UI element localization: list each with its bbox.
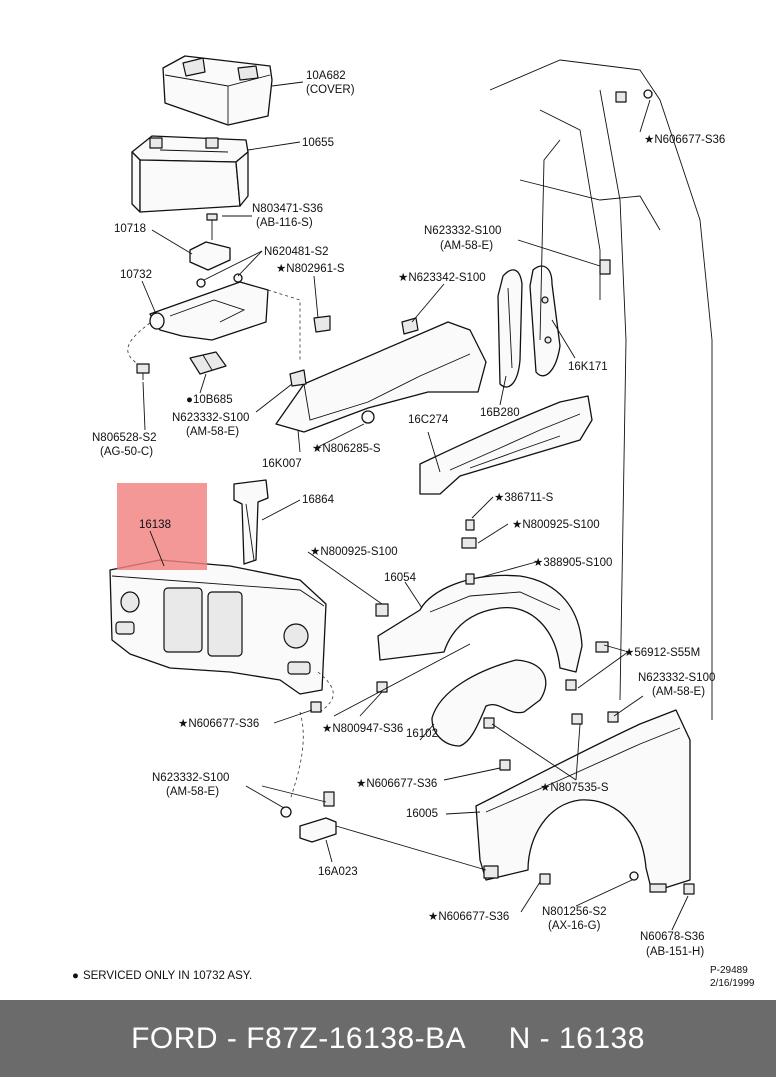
label-n803471-sub: (AB-116-S): [256, 217, 313, 229]
wheelhouse-16054: [375, 519, 609, 673]
label-n801256: N801256-S2: [542, 906, 607, 918]
label-n623332-b-sub: (AM-58-E): [440, 240, 493, 252]
label-n623332-c: N623332-S100: [638, 672, 715, 684]
label-n802961: ★N802961-S: [276, 263, 345, 275]
label-10b685: ●10B685: [186, 394, 233, 406]
label-10732: 10732: [120, 269, 152, 281]
bracket-16a023: [280, 711, 337, 843]
part-number-text: FORD - F87Z-16138-BA N - 16138: [131, 1021, 645, 1055]
label-n623332-d-sub: (AM-58-E): [166, 786, 219, 798]
bracket-16864: [233, 479, 269, 565]
label-n806528-sub: (AG-50-C): [100, 446, 153, 458]
ref-code: P-29489: [710, 965, 748, 976]
hold-down-hardware: [189, 213, 243, 288]
label-n606677-top: ★N606677-S36: [644, 134, 725, 146]
label-16054: 16054: [384, 572, 417, 584]
apron-16c274: [419, 395, 593, 495]
label-16138: 16138: [139, 519, 171, 531]
highlight-box: [117, 483, 207, 570]
callout-labels: 10A682 (COVER) 10655 N803471-S36 (AB-116…: [72, 70, 755, 989]
label-16k007: 16K007: [262, 458, 302, 470]
label-n623332-b: N623332-S100: [424, 225, 501, 237]
label-n800925-b: ★N800925-S100: [310, 546, 398, 558]
label-10655: 10655: [302, 137, 334, 149]
parts-diagram: 10A682 (COVER) 10655 N803471-S36 (AB-116…: [72, 55, 755, 989]
label-n623342: ★N623342-S100: [398, 272, 486, 284]
footnote: ●SERVICED ONLY IN 10732 ASY.: [72, 970, 252, 982]
label-n806528: N806528-S2: [92, 432, 157, 444]
shield-16k171: [529, 265, 561, 377]
label-n606677-left: ★N606677-S36: [178, 718, 259, 730]
label-n623332-d: N623332-S100: [152, 772, 229, 784]
leader-lines: [141, 81, 689, 931]
label-n801256-sub: (AX-16-G): [548, 920, 601, 932]
label-388905: ★388905-S100: [533, 557, 612, 569]
label-n623332-a: N623332-S100: [172, 412, 249, 424]
battery-cover: [162, 55, 273, 126]
label-16b280: 16B280: [480, 407, 520, 419]
label-n806285: ★N806285-S: [312, 443, 381, 455]
label-10a682: 10A682: [306, 70, 346, 82]
bracket-16k007: [275, 315, 487, 433]
splash-shield-16102: [431, 659, 583, 747]
label-cover-note: (COVER): [306, 84, 355, 96]
label-10718: 10718: [114, 223, 146, 235]
label-16005: 16005: [406, 808, 438, 820]
label-n800925-a: ★N800925-S100: [512, 519, 600, 531]
label-n623332-c-sub: (AM-58-E): [652, 686, 705, 698]
label-n606677-mid: ★N606677-S36: [356, 778, 437, 790]
label-16k171: 16K171: [568, 361, 608, 373]
label-n60678: N60678-S36: [640, 931, 705, 943]
label-16102: 16102: [406, 728, 438, 740]
label-386711: ★386711-S: [494, 492, 554, 504]
radiator-support-16138: [109, 559, 334, 713]
seal-16b280: [497, 269, 523, 388]
label-n807535: ★N807535-S: [540, 782, 609, 794]
label-n60678-sub: (AB-151-H): [646, 946, 704, 958]
part-number-banner: FORD - F87Z-16138-BA N - 16138: [0, 1000, 776, 1077]
label-n800947: ★N800947-S36: [322, 723, 403, 735]
label-n623332-a-sub: (AM-58-E): [186, 426, 239, 438]
label-16864: 16864: [302, 494, 335, 506]
label-16c274: 16C274: [408, 414, 449, 426]
label-56912: ★56912-S55M: [624, 647, 700, 659]
fender-16005: [475, 709, 691, 893]
ref-date: 2/16/1999: [710, 978, 755, 989]
screws-left: [127, 322, 151, 380]
label-n620481: N620481-S2: [264, 246, 329, 258]
label-n606677-bot: ★N606677-S36: [428, 911, 509, 923]
battery-tray: [149, 281, 301, 375]
label-16a023: 16A023: [318, 866, 358, 878]
body-frame: [489, 59, 713, 720]
battery: [131, 135, 249, 213]
label-n803471: N803471-S36: [252, 203, 323, 215]
